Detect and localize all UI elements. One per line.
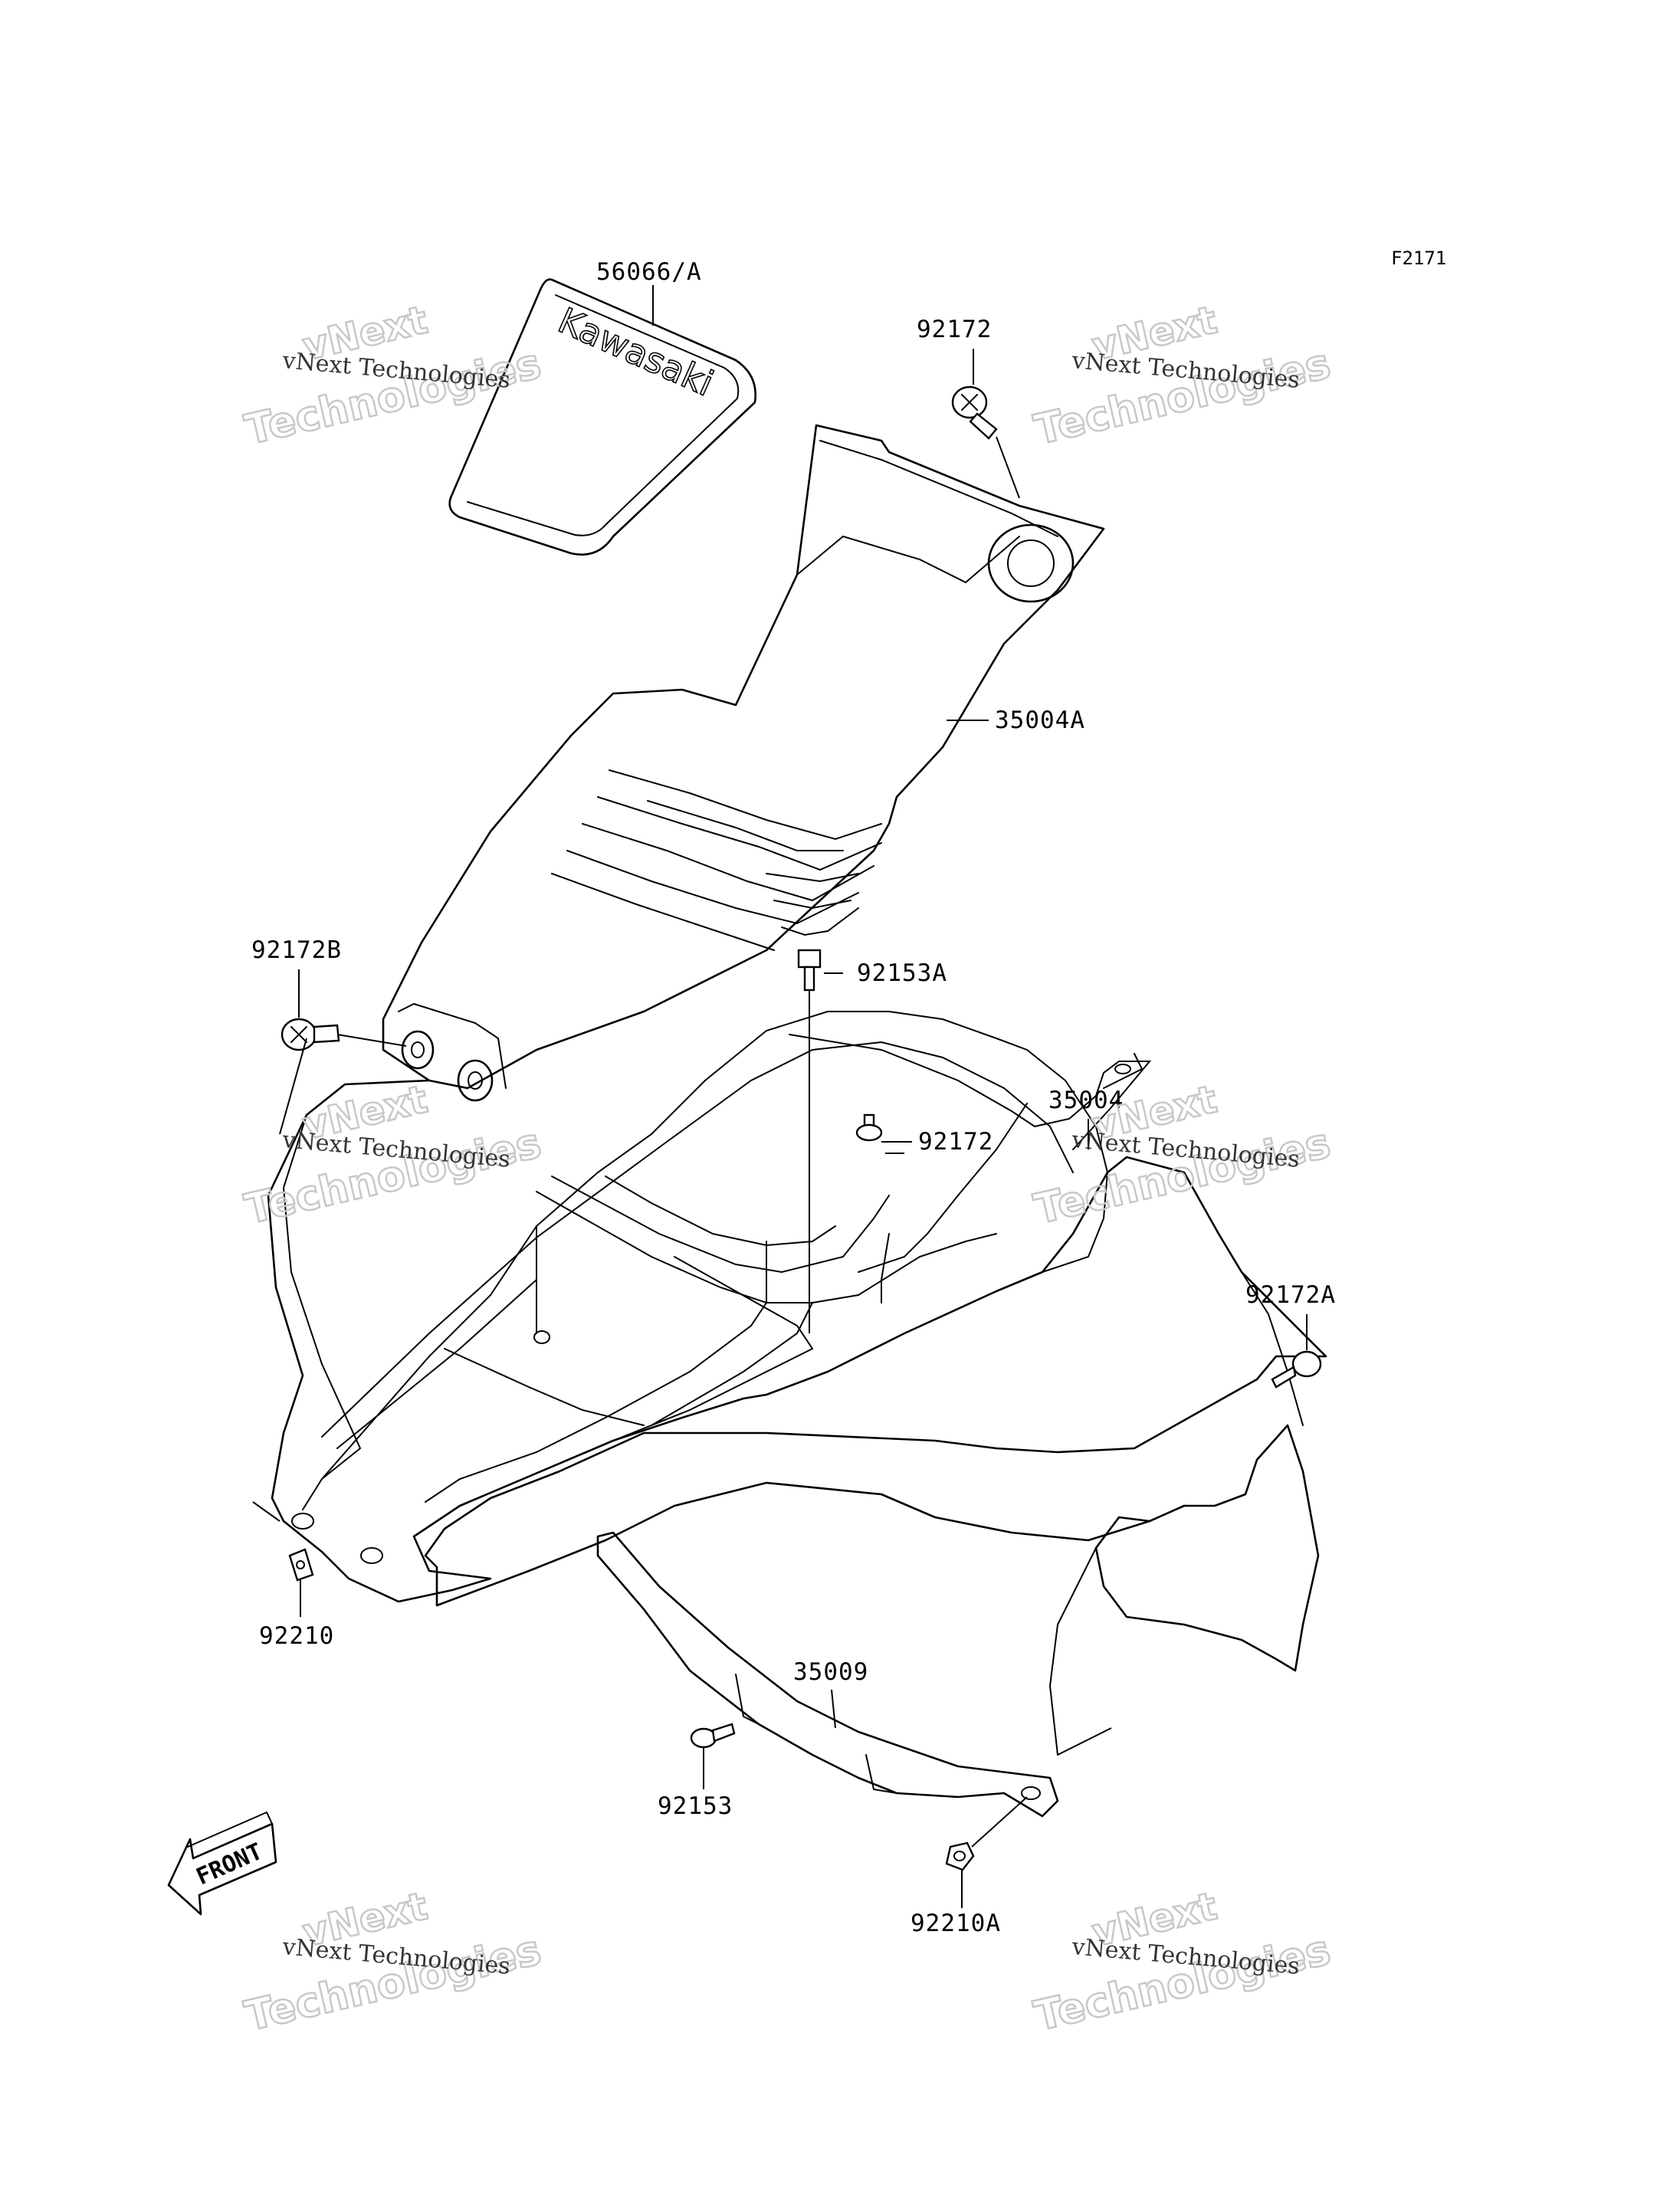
label-92172b: 92172B <box>251 936 342 964</box>
screw-92172-top <box>951 385 998 440</box>
label-92172-mid: 92172 <box>918 1128 993 1156</box>
decal-56066-a: Kawasaki <box>448 278 756 556</box>
watermark-bottom-left: vNext Technologies vNext Technologies <box>240 1883 546 2041</box>
bracket-35009 <box>596 1531 1097 1818</box>
upper-cover-35004a <box>382 424 1105 1102</box>
diagram-ref-code: F2171 <box>1391 248 1446 269</box>
label-92172a: 92172A <box>1245 1281 1336 1309</box>
kawasaki-decal-text: Kawasaki <box>553 300 720 405</box>
screw-92172a <box>1271 1350 1322 1389</box>
label-92153: 92153 <box>658 1792 733 1820</box>
nut-92210a <box>945 1841 975 1871</box>
label-92172-top: 92172 <box>917 316 992 343</box>
label-56066-a: 56066/A <box>596 258 702 286</box>
clip-nut-92210 <box>288 1548 314 1582</box>
watermark-top-left: vNext Technologies vNext Technologies <box>240 297 546 455</box>
part-labels: 56066/A 92172 35004A 92172B 92153A 35004… <box>251 258 1336 1937</box>
label-92153a: 92153A <box>857 959 947 987</box>
label-35004a: 35004A <box>995 707 1085 734</box>
label-35004: 35004 <box>1048 1087 1124 1114</box>
label-92210: 92210 <box>259 1622 334 1650</box>
screw-92172-mid <box>855 1113 883 1142</box>
screw-92172b <box>281 1018 340 1051</box>
front-fender-35004 <box>267 1011 1327 1672</box>
watermark-top-right: vNext Technologies vNext Technologies <box>1029 297 1336 455</box>
watermark-middle-left: vNext Technologies vNext Technologies <box>240 1076 546 1235</box>
bolt-92153a <box>797 949 822 992</box>
label-92210a: 92210A <box>911 1910 1001 1937</box>
leader-lines <box>252 285 1308 1908</box>
bolt-92153 <box>690 1723 736 1749</box>
front-direction-marker: FRONT <box>167 1811 277 1916</box>
watermark-bottom-right: vNext Technologies vNext Technologies <box>1029 1883 1336 2041</box>
label-35009: 35009 <box>793 1658 868 1686</box>
